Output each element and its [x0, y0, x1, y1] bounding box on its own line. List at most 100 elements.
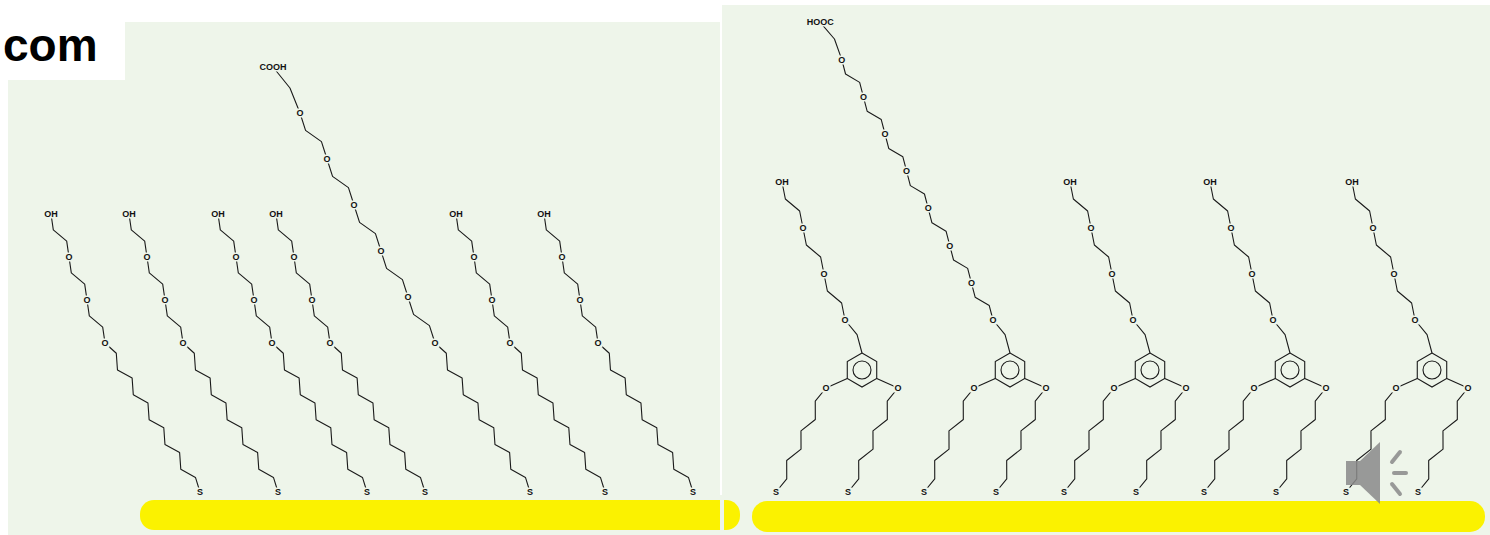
atom-label: O — [231, 253, 240, 262]
bond-line — [1091, 228, 1112, 274]
ring-hexagon — [1135, 353, 1164, 387]
atom-label: O — [1249, 384, 1258, 393]
bond-line — [456, 214, 474, 257]
bond-line — [820, 22, 842, 59]
bond-line — [1415, 320, 1432, 353]
atom-label: O — [988, 316, 997, 325]
bond-line — [928, 208, 950, 245]
bond-line — [294, 257, 312, 300]
atom-label: S — [772, 488, 780, 497]
bond-line — [544, 214, 562, 257]
bond-line — [996, 388, 1046, 492]
bond-lines — [51, 22, 1468, 492]
atom-label: O — [969, 384, 978, 393]
atom-label: S — [920, 488, 928, 497]
bond-line — [165, 300, 183, 343]
atom-label: O — [349, 201, 358, 210]
bond-line — [1276, 388, 1326, 492]
title-fragment: com — [3, 22, 98, 68]
bond-line — [147, 257, 165, 300]
atom-label: O — [376, 247, 385, 256]
bond-line — [87, 300, 105, 343]
atom-label: S — [421, 488, 429, 497]
aromatic-circle — [1423, 361, 1441, 379]
bond-line — [327, 159, 354, 205]
atom-label: COOH — [259, 63, 288, 72]
atom-label: O — [840, 316, 849, 325]
atom-label: HOOC — [806, 18, 835, 27]
ring-hexagon — [847, 353, 876, 387]
atom-label: S — [196, 488, 204, 497]
benzene-ring — [1417, 353, 1446, 387]
bond-line — [408, 297, 435, 343]
atom-label: OH — [1062, 178, 1078, 187]
atom-label: O — [924, 204, 933, 213]
atom-label: O — [1391, 384, 1400, 393]
atom-label: O — [945, 241, 954, 250]
bond-line — [1133, 320, 1150, 353]
atom-label: O — [322, 155, 331, 164]
atom-label: S — [526, 488, 534, 497]
bond-line — [381, 251, 408, 297]
atom-label: O — [1368, 224, 1377, 233]
bond-line — [1231, 228, 1252, 274]
bond-line — [330, 343, 425, 492]
bond-line — [129, 214, 147, 257]
bond-line — [510, 343, 605, 492]
ring-hexagon — [1417, 353, 1446, 387]
atom-label: OH — [268, 210, 284, 219]
atom-label: O — [267, 339, 276, 348]
bond-line — [435, 343, 530, 492]
atom-label: O — [557, 253, 566, 262]
sound-wave — [1392, 452, 1400, 462]
benzene-ring — [847, 353, 876, 387]
bond-line — [51, 214, 69, 257]
bond-line — [863, 97, 885, 134]
bond-line — [1373, 228, 1394, 274]
panel-gap — [720, 495, 724, 535]
bond-line — [907, 171, 929, 208]
atom-label: O — [1128, 316, 1137, 325]
atom-label: OH — [121, 210, 137, 219]
bond-line — [354, 205, 381, 251]
atom-label: S — [992, 488, 1000, 497]
atom-label: O — [1226, 224, 1235, 233]
bond-line — [845, 320, 862, 353]
bond-line — [218, 214, 236, 257]
atom-label: O — [487, 296, 496, 305]
benzene-ring — [995, 353, 1024, 387]
bond-line — [1064, 388, 1114, 492]
atom-label: O — [64, 253, 73, 262]
atom-label: O — [160, 296, 169, 305]
bond-line — [1136, 388, 1186, 492]
bond-line — [183, 343, 278, 492]
atom-label: O — [178, 339, 187, 348]
gold-surface — [140, 500, 740, 530]
atom-label: O — [82, 296, 91, 305]
atom-label: O — [1268, 316, 1277, 325]
speaker-icon — [1346, 442, 1406, 504]
bond-line — [276, 214, 294, 257]
atom-label: O — [325, 339, 334, 348]
atom-label: O — [819, 270, 828, 279]
bond-line — [580, 300, 598, 343]
atom-label: O — [1247, 270, 1256, 279]
bond-line — [993, 320, 1010, 353]
bond-line — [1204, 388, 1254, 492]
atom-label: O — [1389, 270, 1398, 279]
atom-label: OH — [1202, 178, 1218, 187]
atom-label: O — [821, 384, 830, 393]
atom-label: O — [505, 339, 514, 348]
speaker-cone — [1360, 442, 1380, 504]
atom-label: O — [1041, 384, 1050, 393]
bond-line — [824, 274, 845, 320]
bond-line — [69, 257, 87, 300]
bond-line — [273, 67, 300, 113]
bond-line — [1210, 182, 1231, 228]
bond-line — [950, 246, 972, 283]
bond-line — [272, 343, 367, 492]
atom-label: O — [967, 278, 976, 287]
bond-line — [776, 388, 826, 492]
bond-line — [1070, 182, 1091, 228]
